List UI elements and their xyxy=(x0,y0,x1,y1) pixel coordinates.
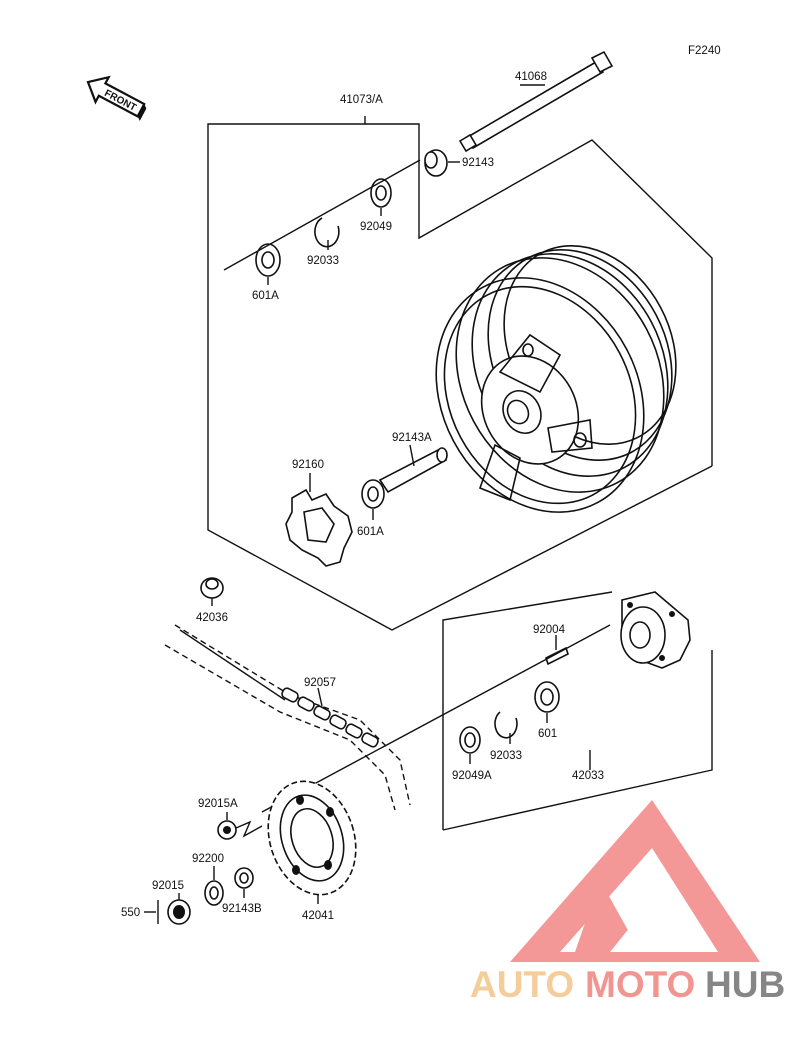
circlip-92033-top xyxy=(314,217,340,250)
rear-wheel-rim xyxy=(435,244,677,513)
label-92143b: 92143B xyxy=(222,903,262,915)
item-550-bracket xyxy=(144,900,159,924)
drive-chain-92057 xyxy=(164,624,411,811)
label-92143: 92143 xyxy=(462,157,494,169)
spacer-92143a xyxy=(378,444,448,494)
label-92160: 92160 xyxy=(292,459,324,471)
label-601a-top: 601A xyxy=(252,290,279,302)
bearing-601a-mid xyxy=(361,479,385,520)
front-arrow-icon: FRONT xyxy=(86,75,147,121)
assembly-outline-upper xyxy=(207,116,713,631)
label-601a-mid: 601A xyxy=(357,526,384,538)
nut-92015 xyxy=(167,893,191,925)
label-92015a: 92015A xyxy=(198,798,238,810)
label-601: 601 xyxy=(538,728,557,740)
washer-92200 xyxy=(204,866,224,906)
rear-sprocket-42041 xyxy=(267,780,357,904)
oil-seal-92049 xyxy=(370,178,392,216)
collar-92143b xyxy=(234,867,254,898)
label-92200: 92200 xyxy=(192,853,224,865)
bearing-601a-top xyxy=(255,243,281,285)
label-92049: 92049 xyxy=(360,221,392,233)
assembly-outline-sprocket xyxy=(442,591,713,831)
watermark-text-moto: MOTO xyxy=(585,964,695,1005)
stud-92004 xyxy=(545,635,569,666)
label-92004: 92004 xyxy=(533,624,566,636)
diagram-code: F2240 xyxy=(688,45,721,57)
label-42041: 42041 xyxy=(302,910,334,922)
coupling-damper-92160 xyxy=(285,473,353,567)
watermark-text-auto: AUTO xyxy=(470,964,574,1005)
nut-92015a xyxy=(217,812,263,840)
label-92033-bottom: 92033 xyxy=(490,750,522,762)
watermark-text-hub: HUB xyxy=(705,964,785,1005)
watermark-logo: AUTO MOTO HUB xyxy=(470,800,785,1005)
label-92015: 92015 xyxy=(152,880,184,892)
label-41068: 41068 xyxy=(515,71,547,83)
label-42033: 42033 xyxy=(572,770,604,782)
collar-92143 xyxy=(424,149,460,177)
axle-41068 xyxy=(458,50,614,153)
bearing-601 xyxy=(534,681,560,723)
label-550: 550 xyxy=(121,907,140,919)
label-92143a: 92143A xyxy=(392,432,432,444)
circlip-92033-bottom xyxy=(494,711,518,744)
leader-line-hub xyxy=(261,624,611,813)
oil-seal-92049a xyxy=(459,726,481,764)
label-92033-top: 92033 xyxy=(307,255,339,267)
label-92049a: 92049A xyxy=(452,770,492,782)
nut-42036 xyxy=(200,577,224,606)
sprocket-coupling-42033 xyxy=(620,591,691,669)
label-42036: 42036 xyxy=(196,612,228,624)
label-92057: 92057 xyxy=(304,677,336,689)
label-41073a: 41073/A xyxy=(340,94,383,106)
